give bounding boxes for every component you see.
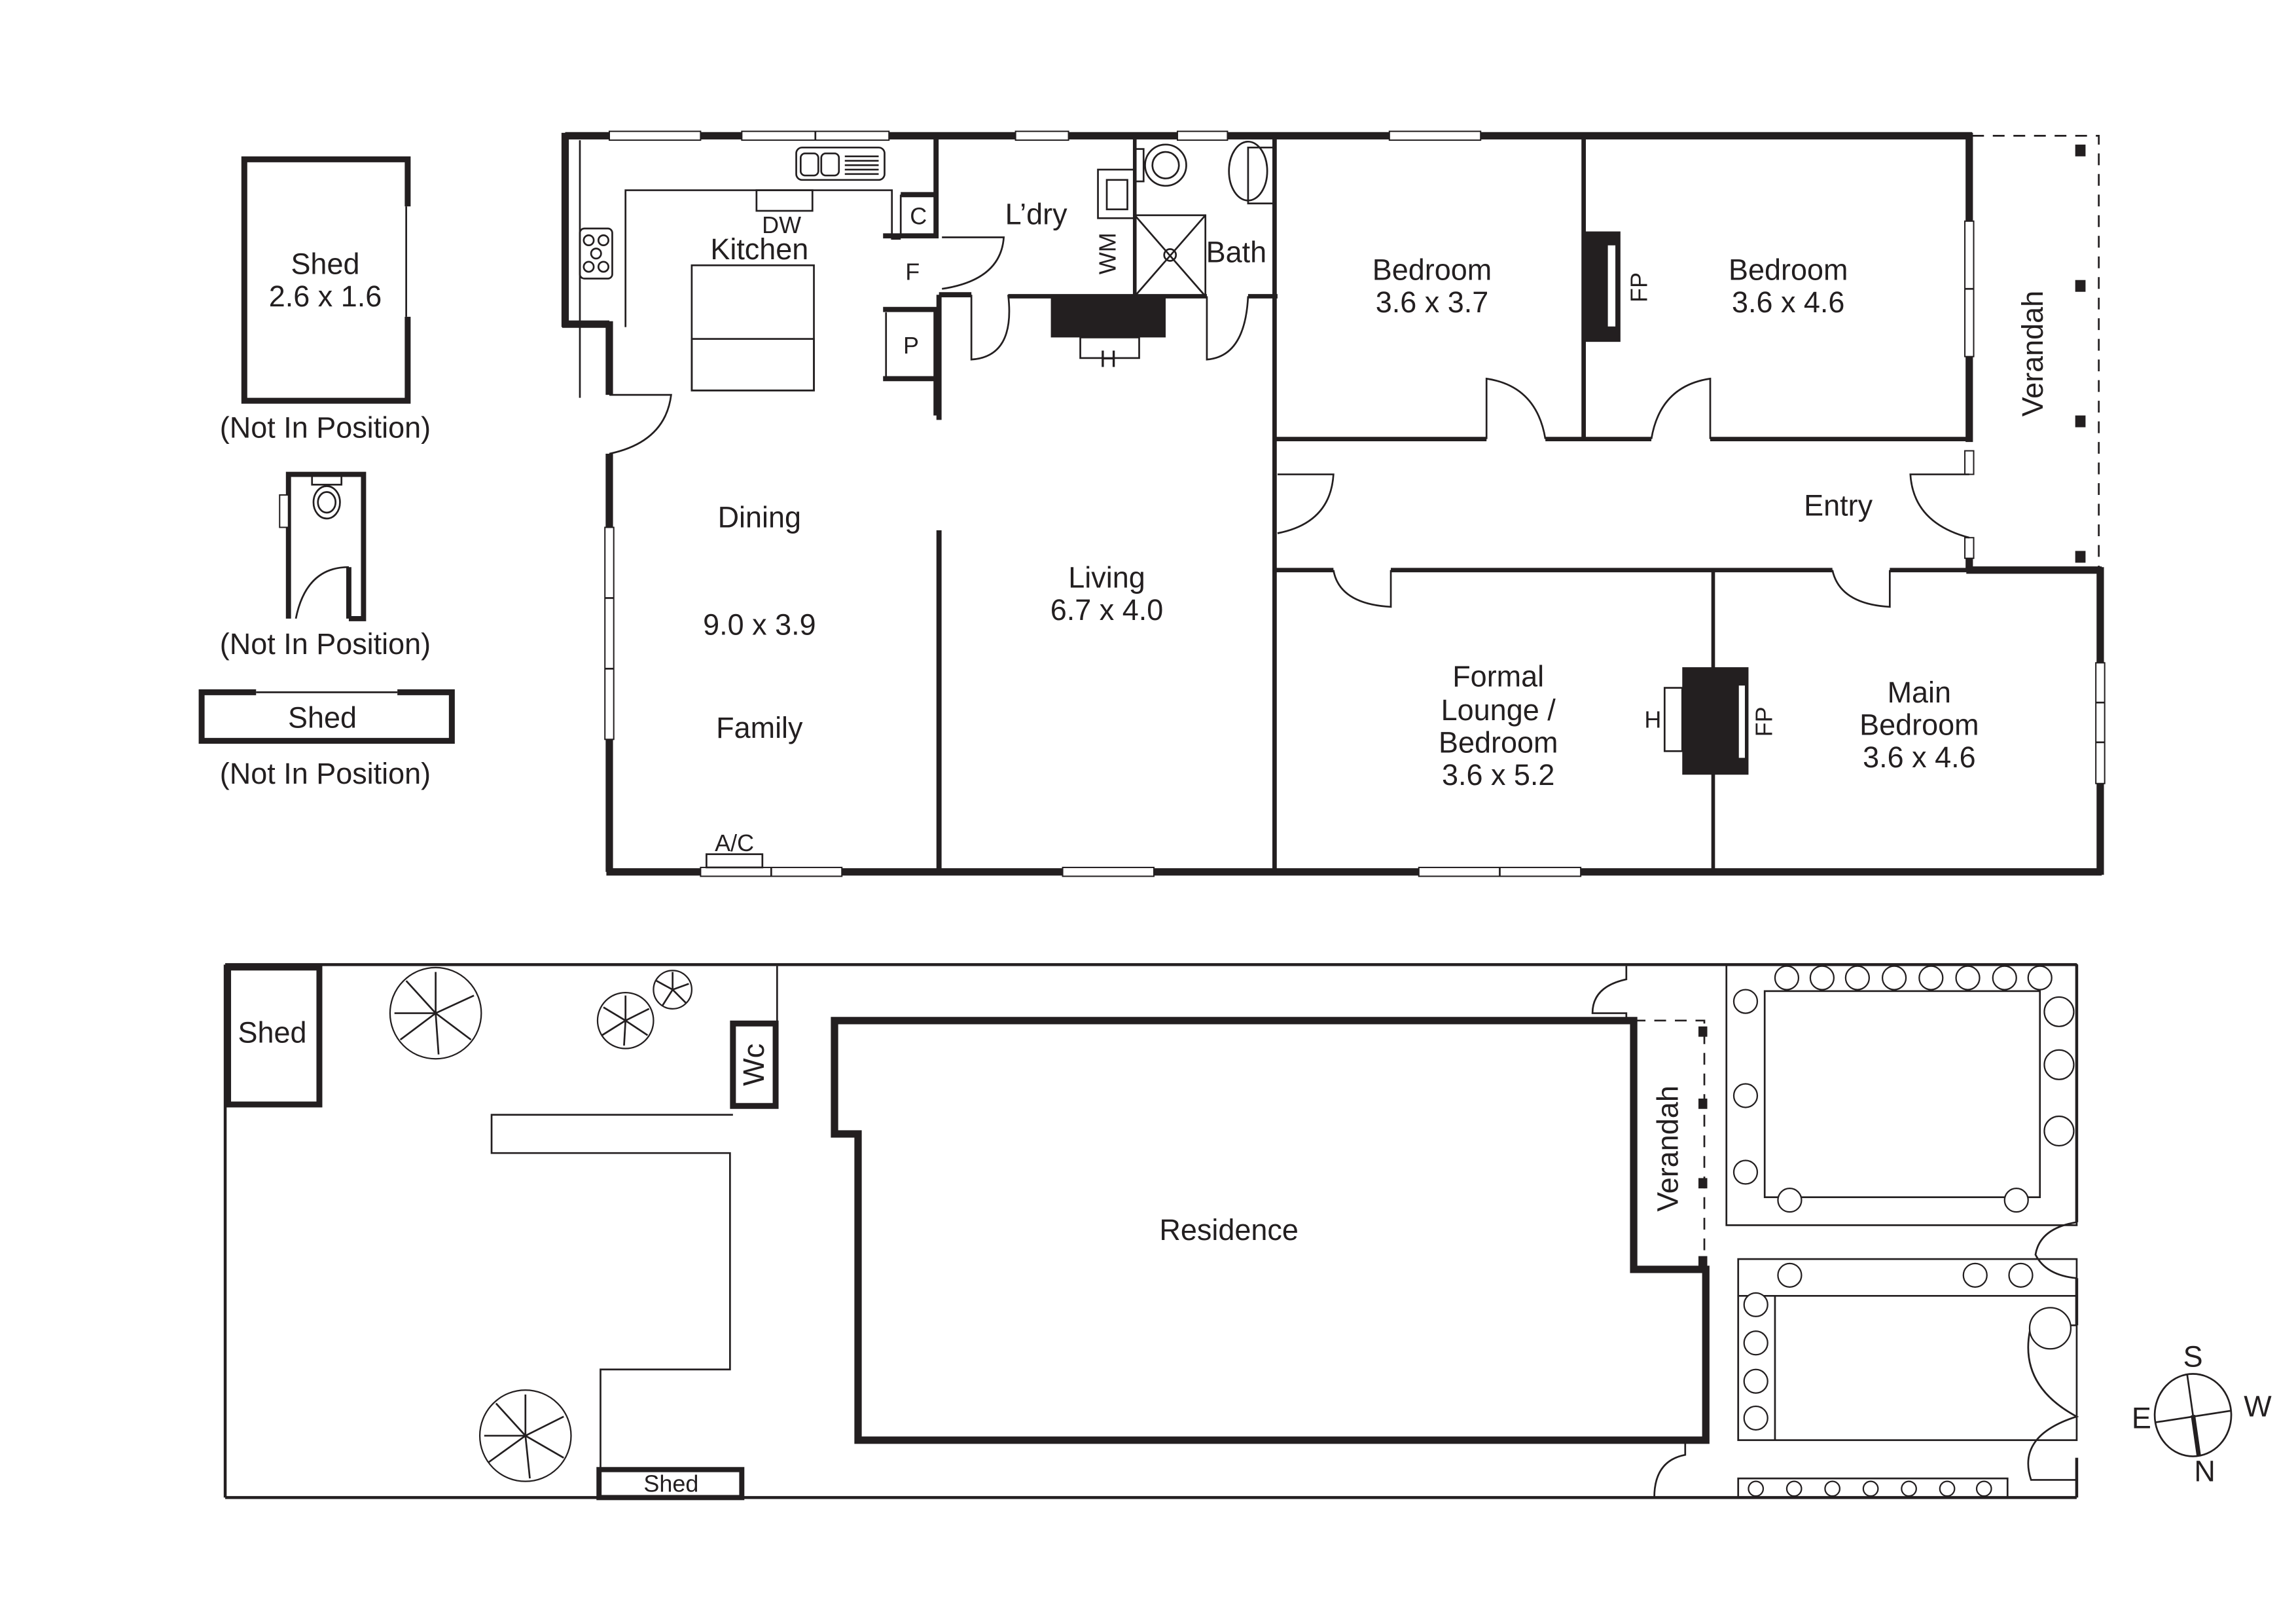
shed-large-not-in-position: Shed 2.6 x 1.6 (Not In Position) — [220, 156, 431, 444]
family-label: Family — [716, 711, 803, 744]
cupboard-label: C — [910, 202, 927, 229]
shrub-row-bottom — [1743, 1262, 2072, 1497]
compass-south: S — [2183, 1340, 2203, 1373]
entry-label: Entry — [1804, 489, 1873, 522]
washing-machine-label: WM — [1094, 232, 1121, 274]
shed-large-note: (Not In Position) — [220, 410, 431, 444]
main-bedroom-line2: Bedroom — [1859, 708, 1979, 742]
fridge-label: F — [905, 259, 920, 285]
compass-west: W — [2244, 1390, 2272, 1423]
verandah-label: Verandah — [2016, 291, 2049, 417]
site-shed-rear-label: Shed — [238, 1016, 306, 1049]
tree-icon — [389, 966, 482, 1060]
site-wc-label: Wc — [737, 1044, 770, 1086]
laundry-label: L’dry — [1005, 197, 1068, 230]
main-floor-plan: C DW F P H WM — [561, 130, 2106, 877]
shed-small-not-in-position: Shed (Not In Position) — [198, 689, 455, 790]
site-verandah-label: Verandah — [1651, 1085, 1685, 1212]
bedroom1-size: 3.6 x 3.7 — [1376, 285, 1489, 319]
wc-not-in-position: (Not In Position) — [220, 471, 431, 661]
bath-label: Bath — [1206, 236, 1267, 269]
bedroom2-label: Bedroom — [1729, 253, 1848, 287]
bedroom2-size: 3.6 x 4.6 — [1732, 285, 1845, 319]
residence-label: Residence — [1159, 1213, 1298, 1247]
pantry-label: P — [903, 332, 919, 359]
living-size: 6.7 x 4.0 — [1050, 593, 1164, 627]
shed-small-note: (Not In Position) — [220, 757, 431, 790]
kitchen-label: Kitchen — [710, 232, 808, 266]
formal-lounge-line2: Lounge / — [1441, 693, 1556, 727]
lounge-heater-label: H — [1644, 706, 1661, 733]
tree-icon — [596, 991, 655, 1049]
shrub-row-top — [1732, 965, 2075, 1213]
formal-lounge-size: 3.6 x 5.2 — [1442, 758, 1555, 792]
bedroom1-label: Bedroom — [1372, 253, 1492, 287]
shed-small-label: Shed — [288, 701, 357, 734]
main-bedroom-size: 3.6 x 4.6 — [1863, 740, 1976, 774]
dining-family-size: 9.0 x 3.9 — [703, 608, 816, 642]
living-label: Living — [1068, 561, 1145, 594]
dining-label: Dining — [718, 500, 802, 534]
wc-note: (Not In Position) — [220, 627, 431, 661]
shed-large-label: Shed — [291, 247, 359, 281]
formal-lounge-line1: Formal — [1452, 659, 1544, 693]
tree-icon — [653, 970, 693, 1010]
site-shed-side-label: Shed — [643, 1470, 698, 1497]
shed-large-size: 2.6 x 1.6 — [269, 280, 382, 313]
laundry-heater-label: H — [1100, 345, 1117, 372]
compass-north: N — [2194, 1455, 2215, 1488]
compass-east: E — [2132, 1402, 2151, 1435]
main-bedroom-line1: Main — [1888, 676, 1951, 709]
fireplace-bedroom-label: FP — [1625, 272, 1652, 302]
formal-lounge-line3: Bedroom — [1439, 726, 1558, 759]
fireplace-main-label: FP — [1750, 706, 1777, 737]
site-plan: Shed Wc Shed Residence — [223, 963, 2079, 1501]
air-conditioner-label: A/C — [715, 830, 754, 856]
compass-icon: S W E N — [2132, 1340, 2272, 1487]
dishwasher-label: DW — [762, 211, 801, 238]
tree-icon — [478, 1389, 572, 1482]
